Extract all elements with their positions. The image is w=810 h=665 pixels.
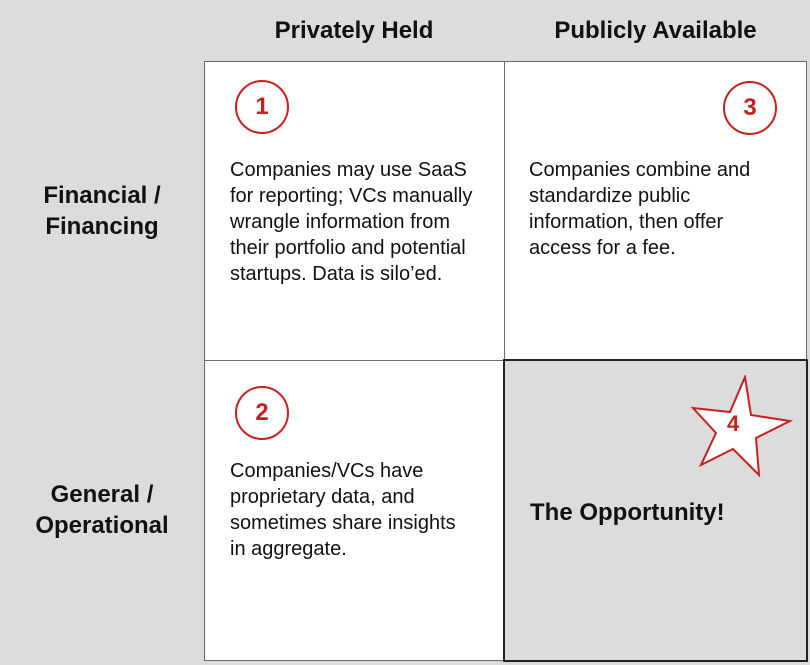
quadrant-number-badge: 2 xyxy=(235,386,289,440)
star-number: 4 xyxy=(727,411,740,436)
quadrant-description: Companies may use SaaS for reporting; VC… xyxy=(230,159,473,285)
row-header-financial: Financial / Financing xyxy=(0,62,204,360)
quadrant-1-private-financial: 1 Companies may use SaaS for reporting; … xyxy=(204,61,505,361)
row-header-line: General / xyxy=(50,481,154,508)
quadrant-number-badge: 3 xyxy=(723,81,777,135)
quadrant-2-private-general: 2 Companies/VCs have proprietary data, a… xyxy=(204,360,505,661)
quadrant-3-public-financial: 3 Companies combine and standardize publ… xyxy=(504,61,807,361)
star-icon xyxy=(690,375,793,478)
quadrant-description: Companies/VCs have proprietary data, and… xyxy=(230,460,456,560)
quadrant-description: Companies combine and standardize public… xyxy=(529,159,751,259)
column-header-publicly-available: Publicly Available xyxy=(504,0,807,62)
badge-number: 2 xyxy=(255,399,269,426)
badge-number: 1 xyxy=(255,93,269,120)
quadrant-number-badge: 1 xyxy=(235,80,289,134)
row-header-line: Operational xyxy=(35,512,169,539)
opportunity-title: The Opportunity! xyxy=(530,499,725,526)
row-header-general: General / Operational xyxy=(0,360,204,660)
column-header-privately-held: Privately Held xyxy=(204,0,504,62)
quadrant-4-opportunity: 4 The Opportunity! xyxy=(503,359,808,662)
row-header-line: Financial / xyxy=(43,182,161,209)
row-header-line: Financing xyxy=(45,213,159,240)
badge-number: 3 xyxy=(743,94,757,121)
column-header-label: Privately Held xyxy=(274,17,434,44)
column-header-label: Publicly Available xyxy=(554,17,757,44)
